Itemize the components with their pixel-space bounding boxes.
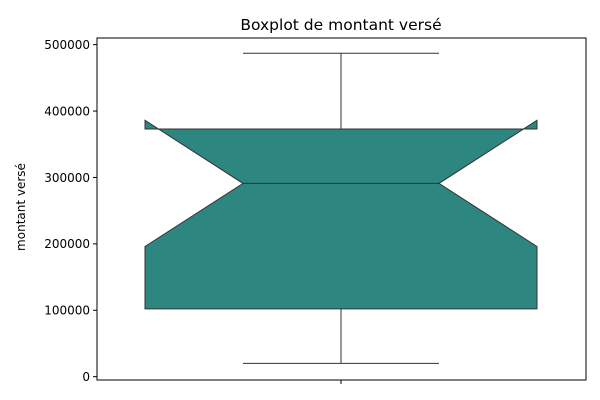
y-tick-label: 300000 — [44, 171, 90, 185]
y-tick-label: 400000 — [44, 104, 90, 118]
chart-title: Boxplot de montant versé — [240, 16, 441, 34]
y-tick-label: 500000 — [44, 38, 90, 52]
y-axis-title: montant versé — [14, 163, 28, 251]
y-tick-label: 200000 — [44, 237, 90, 251]
box-group — [144, 52, 538, 364]
y-tick-label: 0 — [82, 370, 90, 384]
y-tick-label: 100000 — [44, 304, 90, 318]
y-axis: 0 100000 200000 300000 400000 500000 — [44, 38, 97, 384]
plot-area — [144, 52, 538, 364]
notched-box — [144, 119, 538, 310]
